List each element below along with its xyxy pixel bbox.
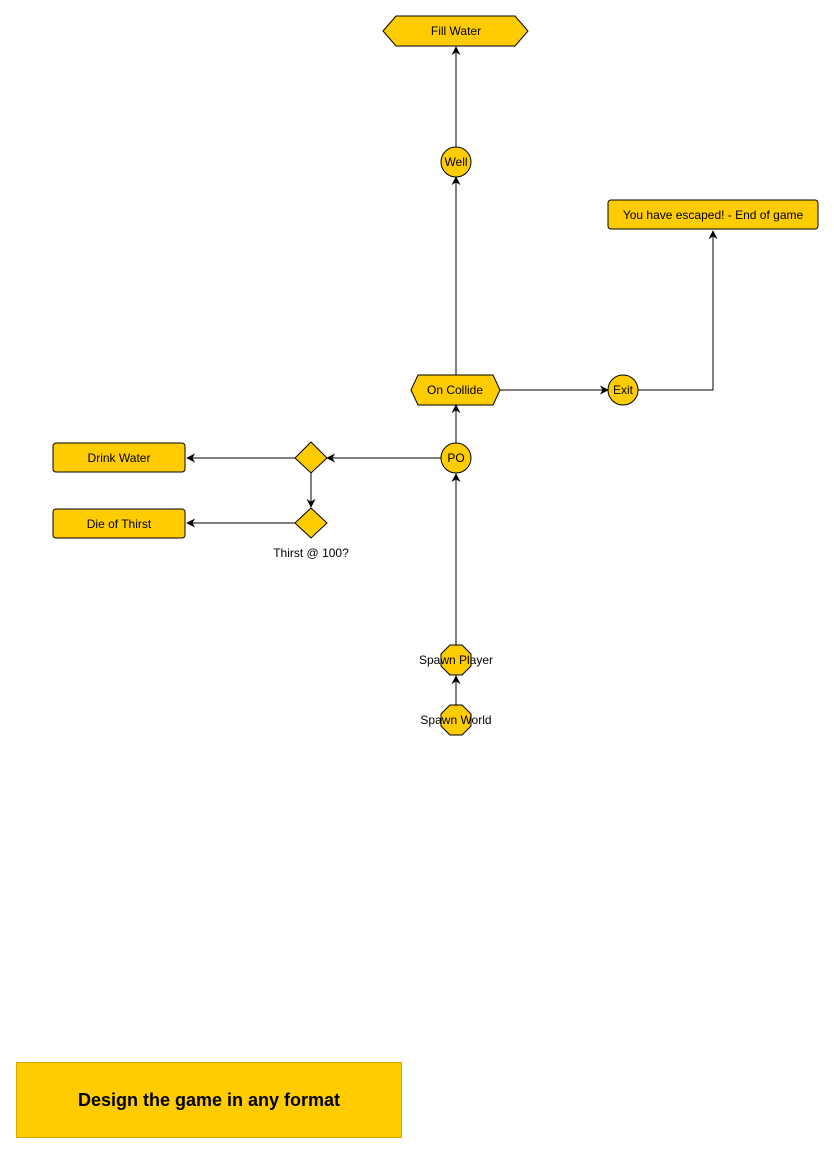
node-escaped[interactable]: You have escaped! - End of game (607, 199, 819, 230)
instruction-banner: Design the game in any format (16, 1062, 402, 1138)
decision-diamond (294, 441, 328, 474)
po-circle (440, 442, 472, 474)
edges (186, 46, 718, 705)
exit-circle (607, 374, 639, 406)
on-collide-label: On Collide (427, 383, 483, 397)
edge-exit-to-escaped (638, 230, 718, 391)
node-exit[interactable]: Exit (607, 374, 639, 406)
node-spawn-player[interactable]: Spawn Player (419, 644, 493, 676)
spawn-world-label: Spawn World (420, 713, 491, 727)
exit-label: Exit (613, 383, 634, 397)
spawn-world-octagon (440, 704, 472, 736)
node-die-of-thirst[interactable]: Die of Thirst (52, 508, 186, 539)
node-po[interactable]: PO (440, 442, 472, 474)
drink-water-label: Drink Water (88, 451, 151, 465)
spawn-player-octagon (440, 644, 472, 676)
node-thirst-check[interactable]: Thirst @ 100? (273, 507, 349, 560)
die-of-thirst-label: Die of Thirst (87, 517, 152, 531)
on-collide-hexagon (410, 374, 501, 406)
die-of-thirst-box (52, 508, 186, 539)
well-label: Well (444, 155, 467, 169)
escaped-box (607, 199, 819, 230)
spawn-player-label: Spawn Player (419, 653, 493, 667)
node-well[interactable]: Well (440, 146, 472, 178)
escaped-label: You have escaped! - End of game (623, 208, 804, 222)
node-on-collide[interactable]: On Collide (410, 374, 501, 406)
banner-title: Design the game in any format (77, 1089, 341, 1110)
po-label: PO (447, 451, 464, 465)
well-circle (440, 146, 472, 178)
thirst-check-label: Thirst @ 100? (273, 546, 349, 560)
fill-water-hexagon (382, 15, 529, 47)
drink-water-box (52, 442, 186, 473)
node-drink-water[interactable]: Drink Water (52, 442, 186, 473)
node-spawn-world[interactable]: Spawn World (420, 704, 492, 736)
thirst-check-diamond (294, 507, 328, 539)
fill-water-label: Fill Water (431, 24, 481, 38)
node-fill-water[interactable]: Fill Water (382, 15, 529, 47)
node-decision[interactable] (294, 441, 328, 474)
